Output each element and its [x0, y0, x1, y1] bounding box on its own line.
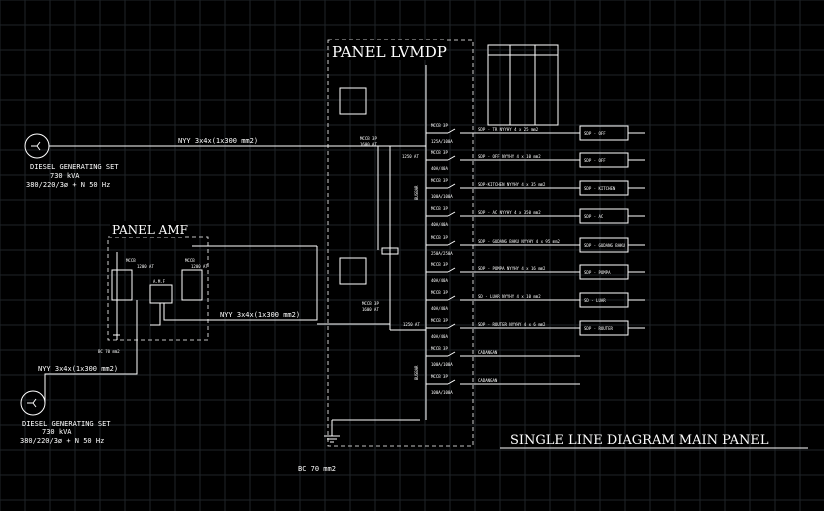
feeder-4: MCCB 3P 40A/40A SDP - AC NYYHY 4 x 350 mm2…: [426, 206, 645, 227]
feeders: MCCB 3P 125A/100A SDP - TR NYYHY 4 x 25 mm…: [426, 123, 645, 395]
feeder-cable-label: SDP - GUDANG BAKU NYYHY 4 x 95 mm2: [478, 239, 560, 244]
amf-mccb-2-rating: 1200 AT: [191, 264, 208, 269]
panel-amf-title-bg: [110, 221, 185, 237]
feeder-cable-label: SDP - TR NYYHY 4 x 25 mm2: [478, 127, 539, 132]
incoming-mccb-label-2: MCCB 3P: [362, 301, 379, 306]
feeder-5: MCCB 3P 250A/250A SDP - GUDANG BAKU NYYHY …: [426, 235, 645, 256]
amf-mccb-2: MCCB: [185, 258, 195, 263]
feeder-mccb-label: MCCB 3P: [431, 150, 448, 155]
feeder-mccb-label: MCCB 3P: [431, 262, 448, 267]
amf-ground-label: BC 70 mm2: [98, 349, 120, 354]
generator-1-voltage: 380/220/3ø + N 50 Hz: [26, 181, 110, 189]
feeder-panel-name: SD - LUAR: [584, 298, 606, 303]
feeder-cable-label: SDP-KITCHEN NYYHY 4 x 35 mm2: [478, 182, 546, 187]
feeder-mccb-label: MCCB 3P: [431, 206, 448, 211]
generator-2-name: DIESEL GENERATING SET: [22, 420, 111, 428]
diagram-title: SINGLE LINE DIAGRAM MAIN PANEL: [510, 433, 769, 448]
feeder-panel-name: SDP - KITCHEN: [584, 186, 616, 191]
feeder-rating: 125A/100A: [431, 139, 453, 144]
feeder-rating: 100A/100A: [431, 194, 453, 199]
feeder-3: MCCB 3P 100A/100A SDP-KITCHEN NYYHY 4 x 35…: [426, 178, 645, 199]
feeder-1: MCCB 3P 125A/100A SDP - TR NYYHY 4 x 25 mm…: [426, 123, 645, 144]
generator-2-voltage: 380/220/3ø + N 50 Hz: [20, 437, 104, 445]
panel-lvmdp-title-bg: [330, 40, 445, 60]
feeder-panel-name: SDP - OFF: [584, 131, 606, 136]
amf-mccb-1-rating: 1200 AT: [137, 264, 154, 269]
amf-internals: MCCB 1200 AT MCCB 1200 AT A.M.F BC 70 mm…: [98, 252, 208, 354]
feeder-mccb-label: MCCB 3P: [431, 235, 448, 240]
feeder-rating: 250A/250A: [431, 251, 453, 256]
feeder-7: MCCB 3P 40A/40A SD - LUAR NYYHY 4 x 10 mm2…: [426, 290, 645, 311]
feeder-cable-label: SDP - AC NYYHY 4 x 350 mm2: [478, 210, 541, 215]
lvmdp-interior: MCCB 3P 1600 AT MCCB 3P 1600 AT 1250 AT …: [324, 65, 427, 443]
feeder-cable-label: SD - LUAR NYYHY 4 x 10 mm2: [478, 294, 541, 299]
feeder-cable-label: SDP - OFF NYYHY 4 x 10 mm2: [478, 154, 541, 159]
generator-1-cable-label: NYY 3x4x(1x300 mm2): [178, 137, 258, 145]
feeder-mccb-label: MCCB 3P: [431, 290, 448, 295]
feeder-10: MCCB 3P 100A/100A CADANGAN: [426, 374, 580, 395]
feeder-rating: 40A/40A: [431, 334, 448, 339]
feeder-8: MCCB 3P 40A/40A SDP - ROUTER NYYHY 4 x 6 m…: [426, 318, 645, 339]
incoming-mccb-label: MCCB 3P: [360, 136, 377, 141]
panel-amf-title: PANEL AMF: [112, 223, 188, 237]
feeder-panel-name: SDP - ROUTER: [584, 326, 613, 331]
breaker-label-2: 1250 AT: [403, 322, 420, 327]
feeder-rating: 100A/100A: [431, 390, 453, 395]
feeder-panel-name: SDP - OFF: [584, 158, 606, 163]
incoming-mccb-rating: 1600 AT: [360, 142, 377, 147]
metering-table: [487, 44, 559, 126]
generator-2-cable-label: NYY 3x4x(1x300 mm2): [38, 365, 118, 373]
busbar-label-1: BUSBAR: [414, 185, 419, 200]
feeder-mccb-label: MCCB 3P: [431, 318, 448, 323]
feeder-rating: 40A/40A: [431, 278, 448, 283]
feeder-6: MCCB 3P 40A/40A SDP - POMPA NYYHY 4 x 16 m…: [426, 262, 645, 283]
feeder-cable-label: CADANGAN: [478, 350, 498, 355]
breaker-label-1: 1250 AT: [402, 154, 419, 159]
feeder-cable-label: SDP - POMPA NYYHY 4 x 16 mm2: [478, 266, 546, 271]
amf-cable-label: NYY 3x4x(1x300 mm2): [220, 311, 300, 319]
ground-label: BC 70 mm2: [298, 465, 336, 473]
feeder-mccb-label: MCCB 3P: [431, 374, 448, 379]
feeder-panel-name: SDP - AC: [584, 214, 604, 219]
generator-1-kva: 730 kVA: [50, 172, 80, 180]
feeder-rating: 40A/40A: [431, 166, 448, 171]
feeder-2: MCCB 3P 40A/40A SDP - OFF NYYHY 4 x 10 mm2…: [426, 150, 645, 171]
generator-1-name: DIESEL GENERATING SET: [30, 163, 119, 171]
feeder-panel-name: SDP - POMPA: [584, 270, 611, 275]
incoming-mccb-rating-2: 1600 AT: [362, 307, 379, 312]
feeder-mccb-label: MCCB 3P: [431, 178, 448, 183]
generator-2: DIESEL GENERATING SET 730 kVA 380/220/3ø…: [20, 390, 111, 445]
feeder-mccb-label: MCCB 3P: [431, 346, 448, 351]
feeder-cable-label: SDP - ROUTER NYYHY 4 x 6 mm2: [478, 322, 546, 327]
generator-2-kva: 730 kVA: [42, 428, 72, 436]
amf-controller-label: A.M.F: [153, 279, 166, 284]
panel-lvmdp-title: PANEL LVMDP: [332, 43, 447, 61]
feeder-panel-name: SDP - GUDANG BAKU: [584, 243, 626, 248]
amf-mccb-1: MCCB: [126, 258, 136, 263]
feeder-rating: 40A/40A: [431, 306, 448, 311]
feeder-rating: 40A/40A: [431, 222, 448, 227]
feeder-9: MCCB 3P 100A/100A CADANGAN: [426, 346, 580, 367]
busbar-label-2: BUSBAR: [414, 365, 419, 380]
generator-1: DIESEL GENERATING SET 730 kVA 380/220/3ø…: [24, 133, 119, 189]
feeder-mccb-label: MCCB 3P: [431, 123, 448, 128]
feeder-rating: 100A/100A: [431, 362, 453, 367]
feeder-cable-label: CADANGAN: [478, 378, 498, 383]
